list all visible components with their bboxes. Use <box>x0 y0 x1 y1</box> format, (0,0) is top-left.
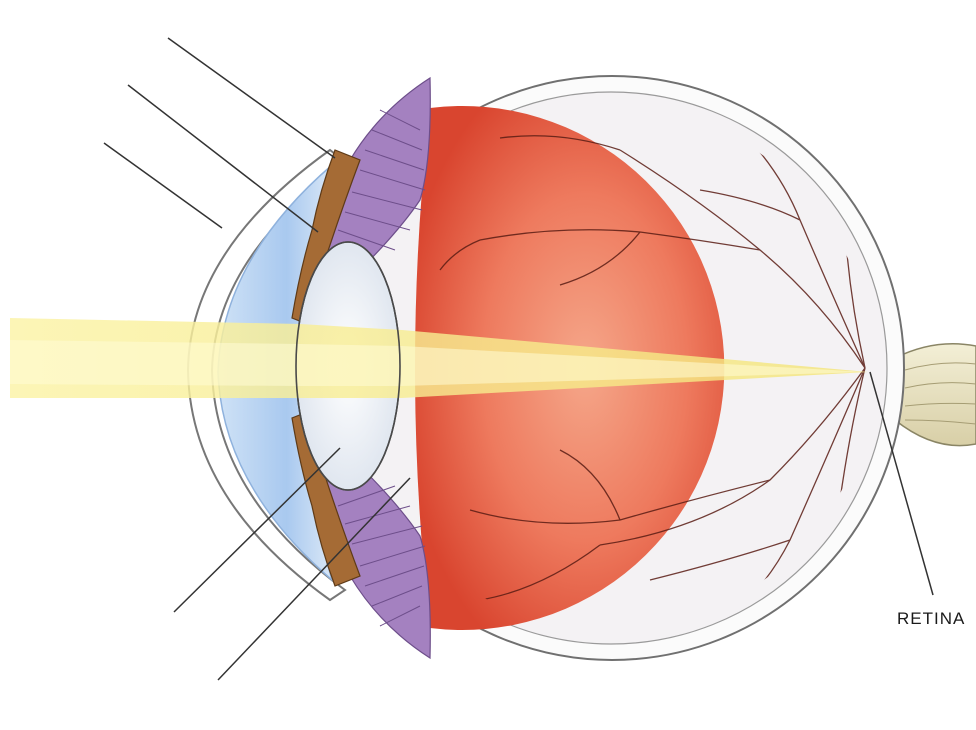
leader-line-2 <box>128 85 318 232</box>
leader-line-3 <box>104 143 222 228</box>
retina-label: RETINA <box>897 609 965 628</box>
optic-nerve <box>895 344 976 446</box>
leader-line-1 <box>168 38 335 158</box>
